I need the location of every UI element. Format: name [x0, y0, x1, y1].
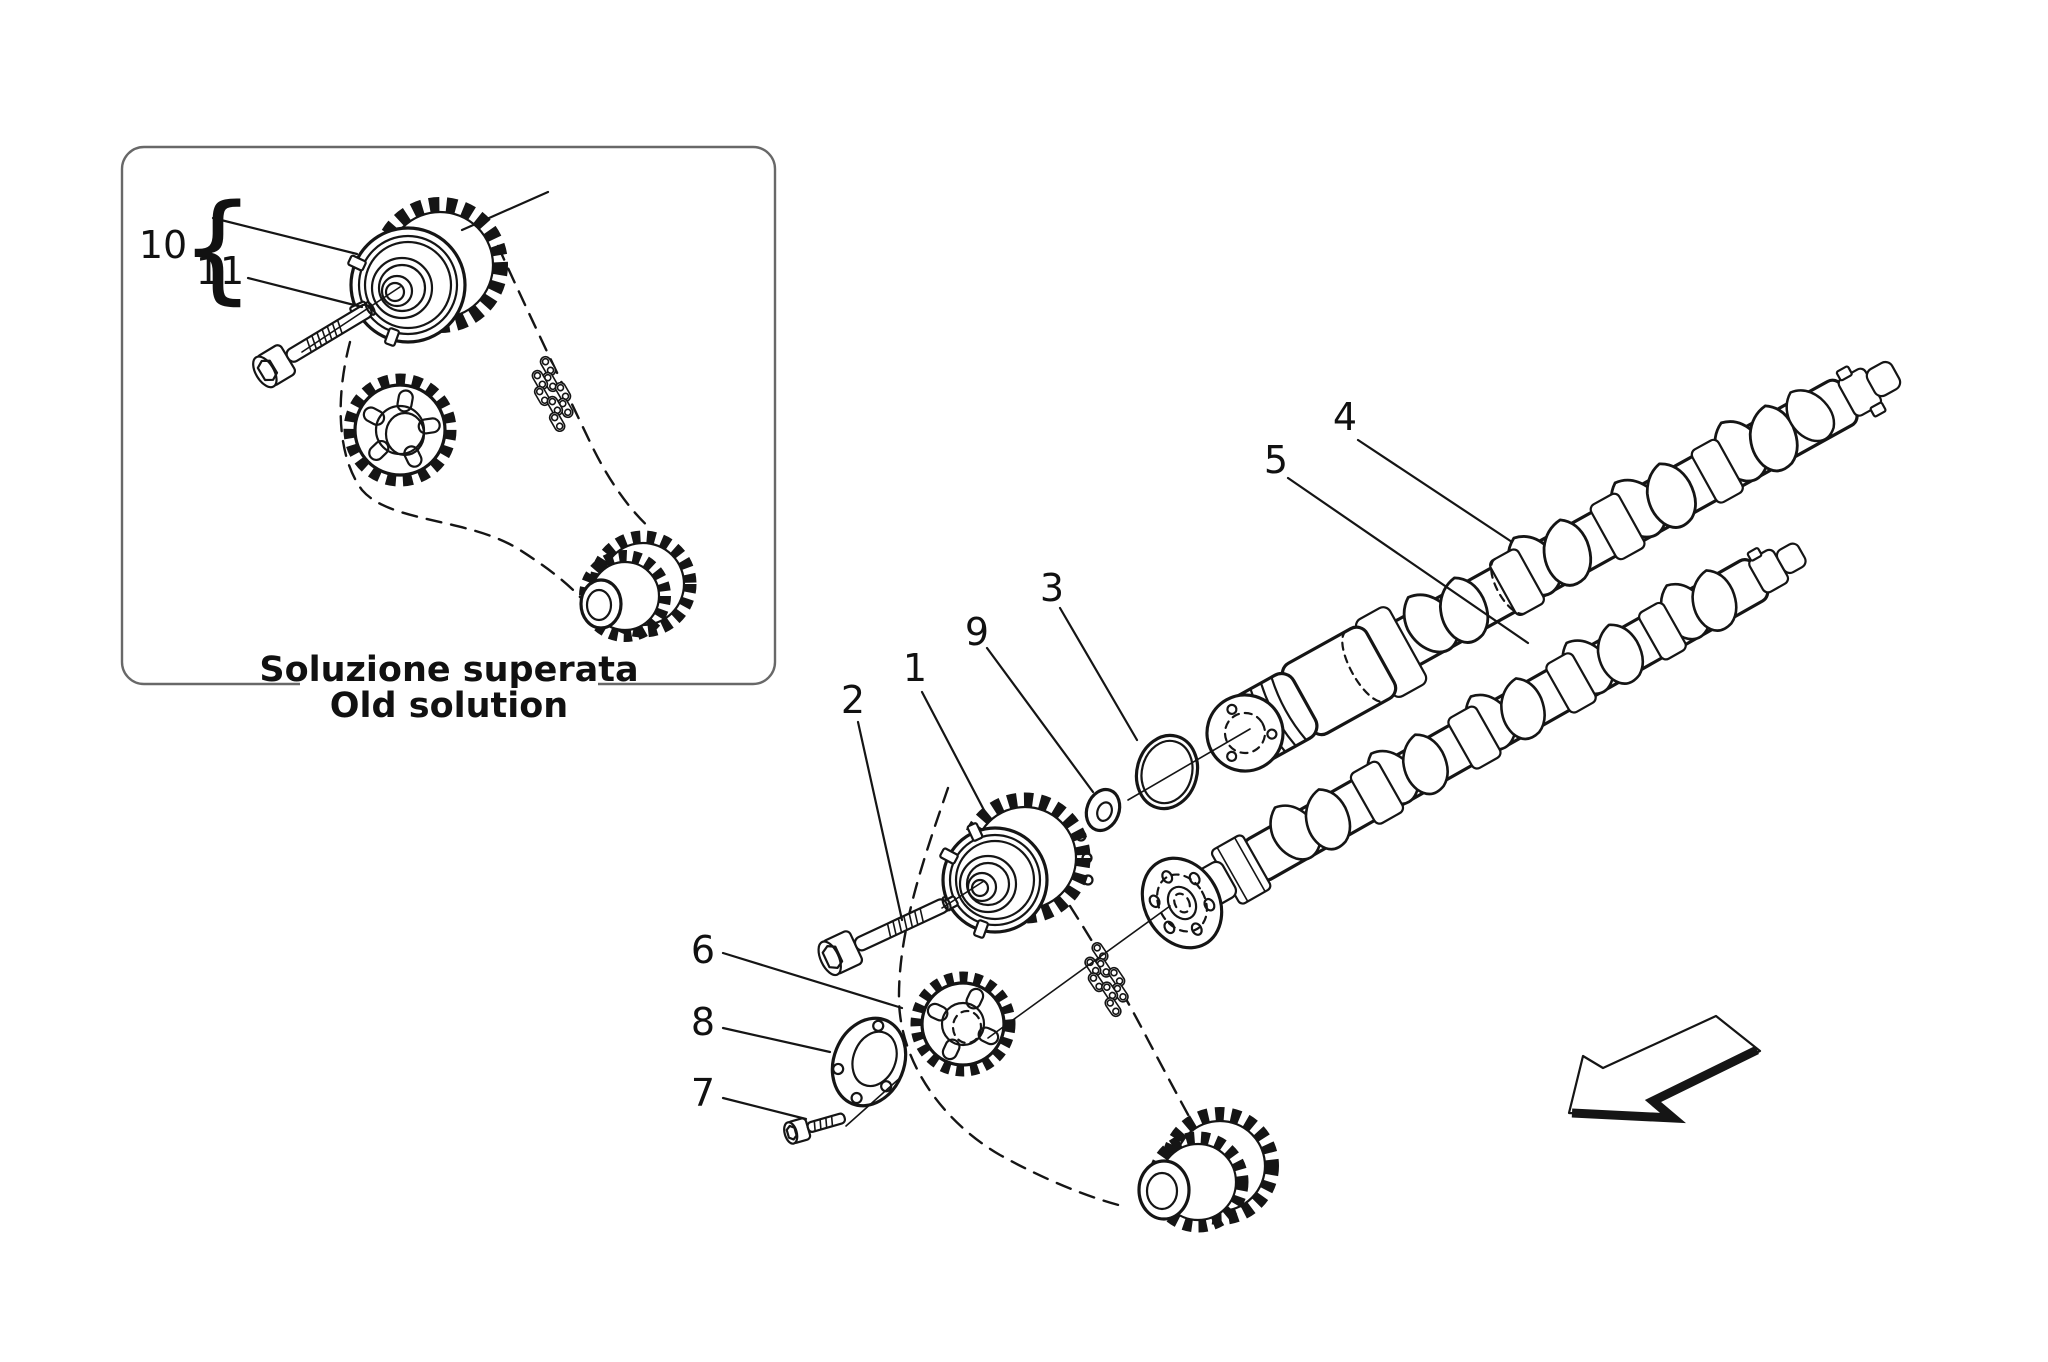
brace-10-11: {: [180, 178, 255, 316]
inset-chain-fragment: [520, 354, 585, 434]
part-label-2: 2: [841, 678, 865, 722]
inset-caption-italian: Soluzione superata: [259, 650, 638, 690]
leader-line-3: [1058, 606, 1139, 742]
chain-dashed-run-left: [897, 786, 1128, 1209]
camshaft-lower: [1140, 542, 1807, 950]
retaining-plate: [830, 1016, 908, 1108]
inset-cam-phaser: [347, 197, 508, 347]
part-label-11: 11: [196, 249, 244, 293]
part-label-7: 7: [691, 1071, 715, 1115]
chain-dashed-run-right: [1068, 904, 1194, 1124]
leader-line-1: [920, 690, 987, 814]
leader-line-9: [985, 646, 1095, 794]
part-label-9: 9: [965, 610, 989, 654]
duplex-sprocket: [1137, 1107, 1279, 1233]
leader-line-10: [211, 216, 359, 256]
direction-arrow-icon: [1567, 1014, 1762, 1124]
leader-line-5: [1286, 476, 1530, 645]
part-label-8: 8: [691, 1000, 715, 1044]
cam-phaser: [939, 792, 1094, 939]
inset-caption-english: Old solution: [330, 686, 568, 726]
inset-timing-gear: [343, 373, 457, 487]
camshaft-upper: [1205, 360, 1902, 773]
inset-duplex-sprocket: [579, 530, 697, 642]
part-label-5: 5: [1264, 438, 1288, 482]
inset-bolt-axis-line: [301, 286, 401, 353]
seal-ring: [1134, 733, 1200, 811]
inset-ring-pointer-line: [460, 190, 550, 232]
part-label-10: 10: [139, 223, 187, 267]
part-label-4: 4: [1333, 395, 1357, 439]
leader-line-2: [856, 720, 904, 922]
washer: [1084, 787, 1122, 833]
part-label-3: 3: [1040, 566, 1064, 610]
gear-bolt: [783, 1112, 847, 1145]
timing-gear: [910, 971, 1016, 1077]
leader-line-4: [1356, 438, 1514, 544]
axis-line-bolt7-plate: [845, 1076, 902, 1127]
leader-line-8: [721, 1026, 832, 1054]
axis-line-gear-flange: [987, 905, 1171, 1039]
leader-lines: [721, 438, 1530, 1121]
part-label-6: 6: [691, 928, 715, 972]
axis-line-ring-camshaft: [1127, 728, 1251, 801]
inset-old-solution-group: { 10 11: [139, 178, 697, 642]
part-label-1: 1: [903, 646, 927, 690]
leader-line-6: [721, 951, 904, 1010]
leader-line-11: [246, 276, 364, 309]
phaser-bolt: [817, 896, 952, 977]
axis-line-bolt-phaser: [941, 880, 985, 909]
leader-line-7: [721, 1096, 808, 1121]
